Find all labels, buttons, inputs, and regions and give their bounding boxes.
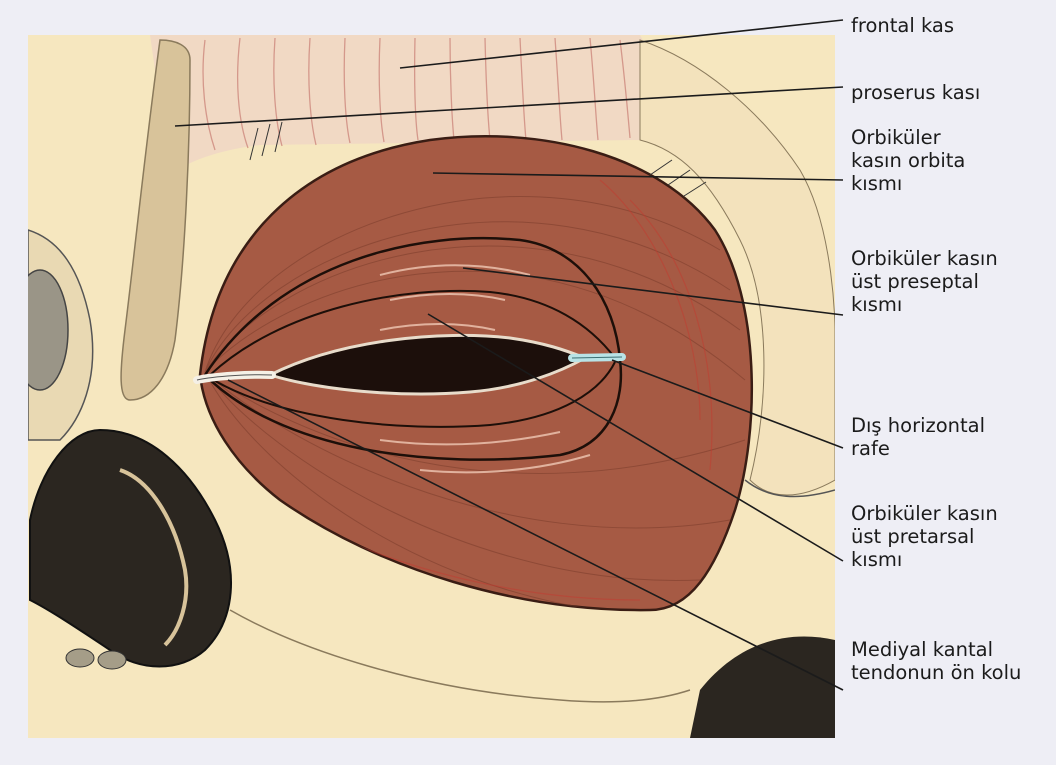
label-proserus-kasi: proserus kası bbox=[851, 81, 980, 104]
label-frontal-kas: frontal kas bbox=[851, 14, 954, 37]
nostril-right bbox=[98, 651, 126, 669]
label-orbita-kismi: Orbiküler kasın orbita kısmı bbox=[851, 126, 965, 195]
left-orbit-shadow bbox=[12, 270, 68, 390]
label-preseptal-kismi: Orbiküler kasın üst preseptal kısmı bbox=[851, 247, 998, 316]
label-dis-horizontal-rafe: Dış horizontal rafe bbox=[851, 414, 985, 460]
nostril-left bbox=[66, 649, 94, 667]
label-pretarsal-kismi: Orbiküler kasın üst pretarsal kısmı bbox=[851, 502, 998, 571]
label-mediyal-kantal-tendon: Mediyal kantal tendonun ön kolu bbox=[851, 638, 1021, 684]
